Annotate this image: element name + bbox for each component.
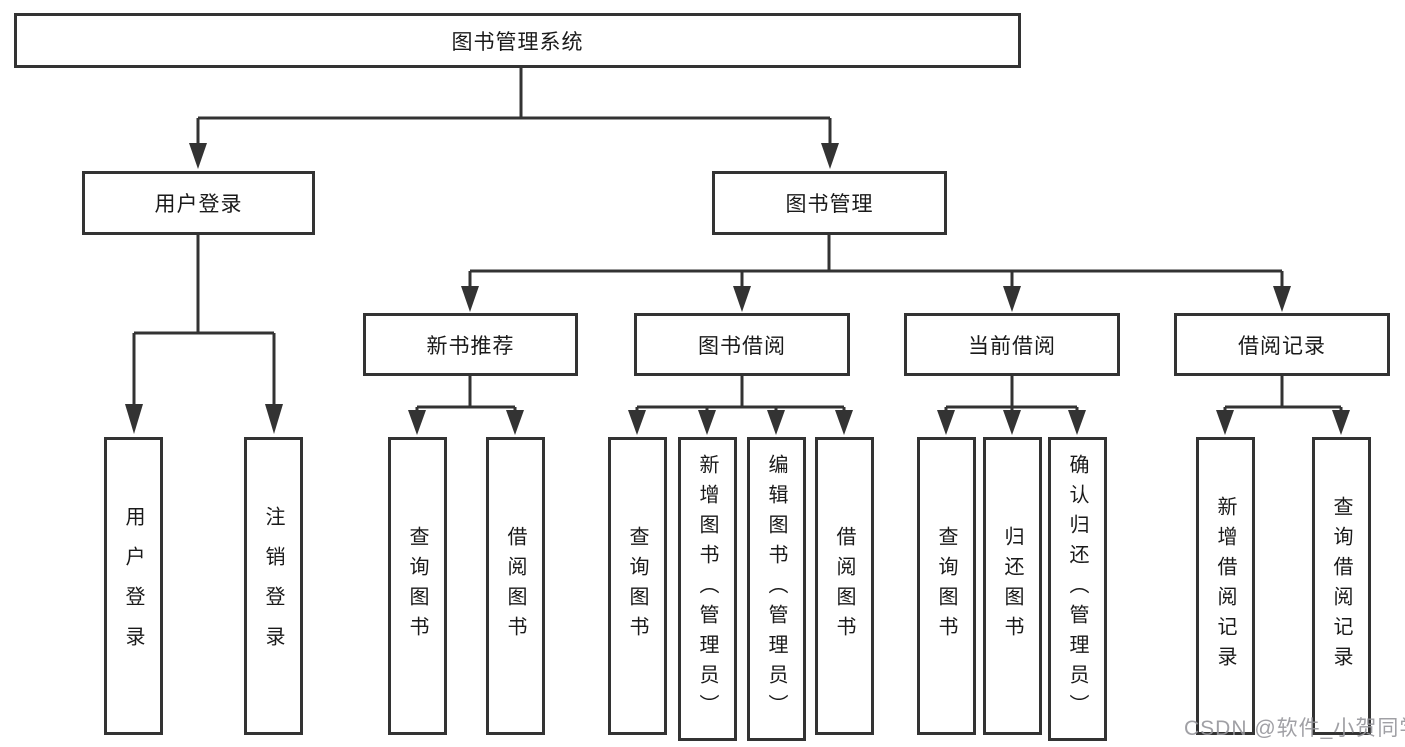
leaf-return-books: 归还图书 [983, 437, 1042, 735]
leaf-add-borrow-record: 新增借阅记录 [1196, 437, 1255, 735]
leaf-confirm-return-admin: 确认归还（管理员） [1048, 437, 1107, 741]
node-current-borrow: 当前借阅 [904, 313, 1120, 376]
leaf-query-books-current: 查询图书 [917, 437, 976, 735]
leaf-logout: 注销登录 [244, 437, 303, 735]
node-user-login: 用户登录 [82, 171, 315, 235]
leaf-query-books-borrow: 查询图书 [608, 437, 667, 735]
leaf-query-borrow-record: 查询借阅记录 [1312, 437, 1371, 735]
node-borrow-records: 借阅记录 [1174, 313, 1390, 376]
node-book-management: 图书管理 [712, 171, 947, 235]
leaf-borrow-books: 借阅图书 [815, 437, 874, 735]
leaf-borrow-books-recommend: 借阅图书 [486, 437, 545, 735]
leaf-user-login: 用户登录 [104, 437, 163, 735]
leaf-edit-books-admin: 编辑图书（管理员） [747, 437, 806, 741]
leaf-query-books-recommend: 查询图书 [388, 437, 447, 735]
leaf-add-books-admin: 新增图书（管理员） [678, 437, 737, 741]
node-new-book-recommend: 新书推荐 [363, 313, 578, 376]
node-library-management-system: 图书管理系统 [14, 13, 1021, 68]
node-book-borrow: 图书借阅 [634, 313, 850, 376]
